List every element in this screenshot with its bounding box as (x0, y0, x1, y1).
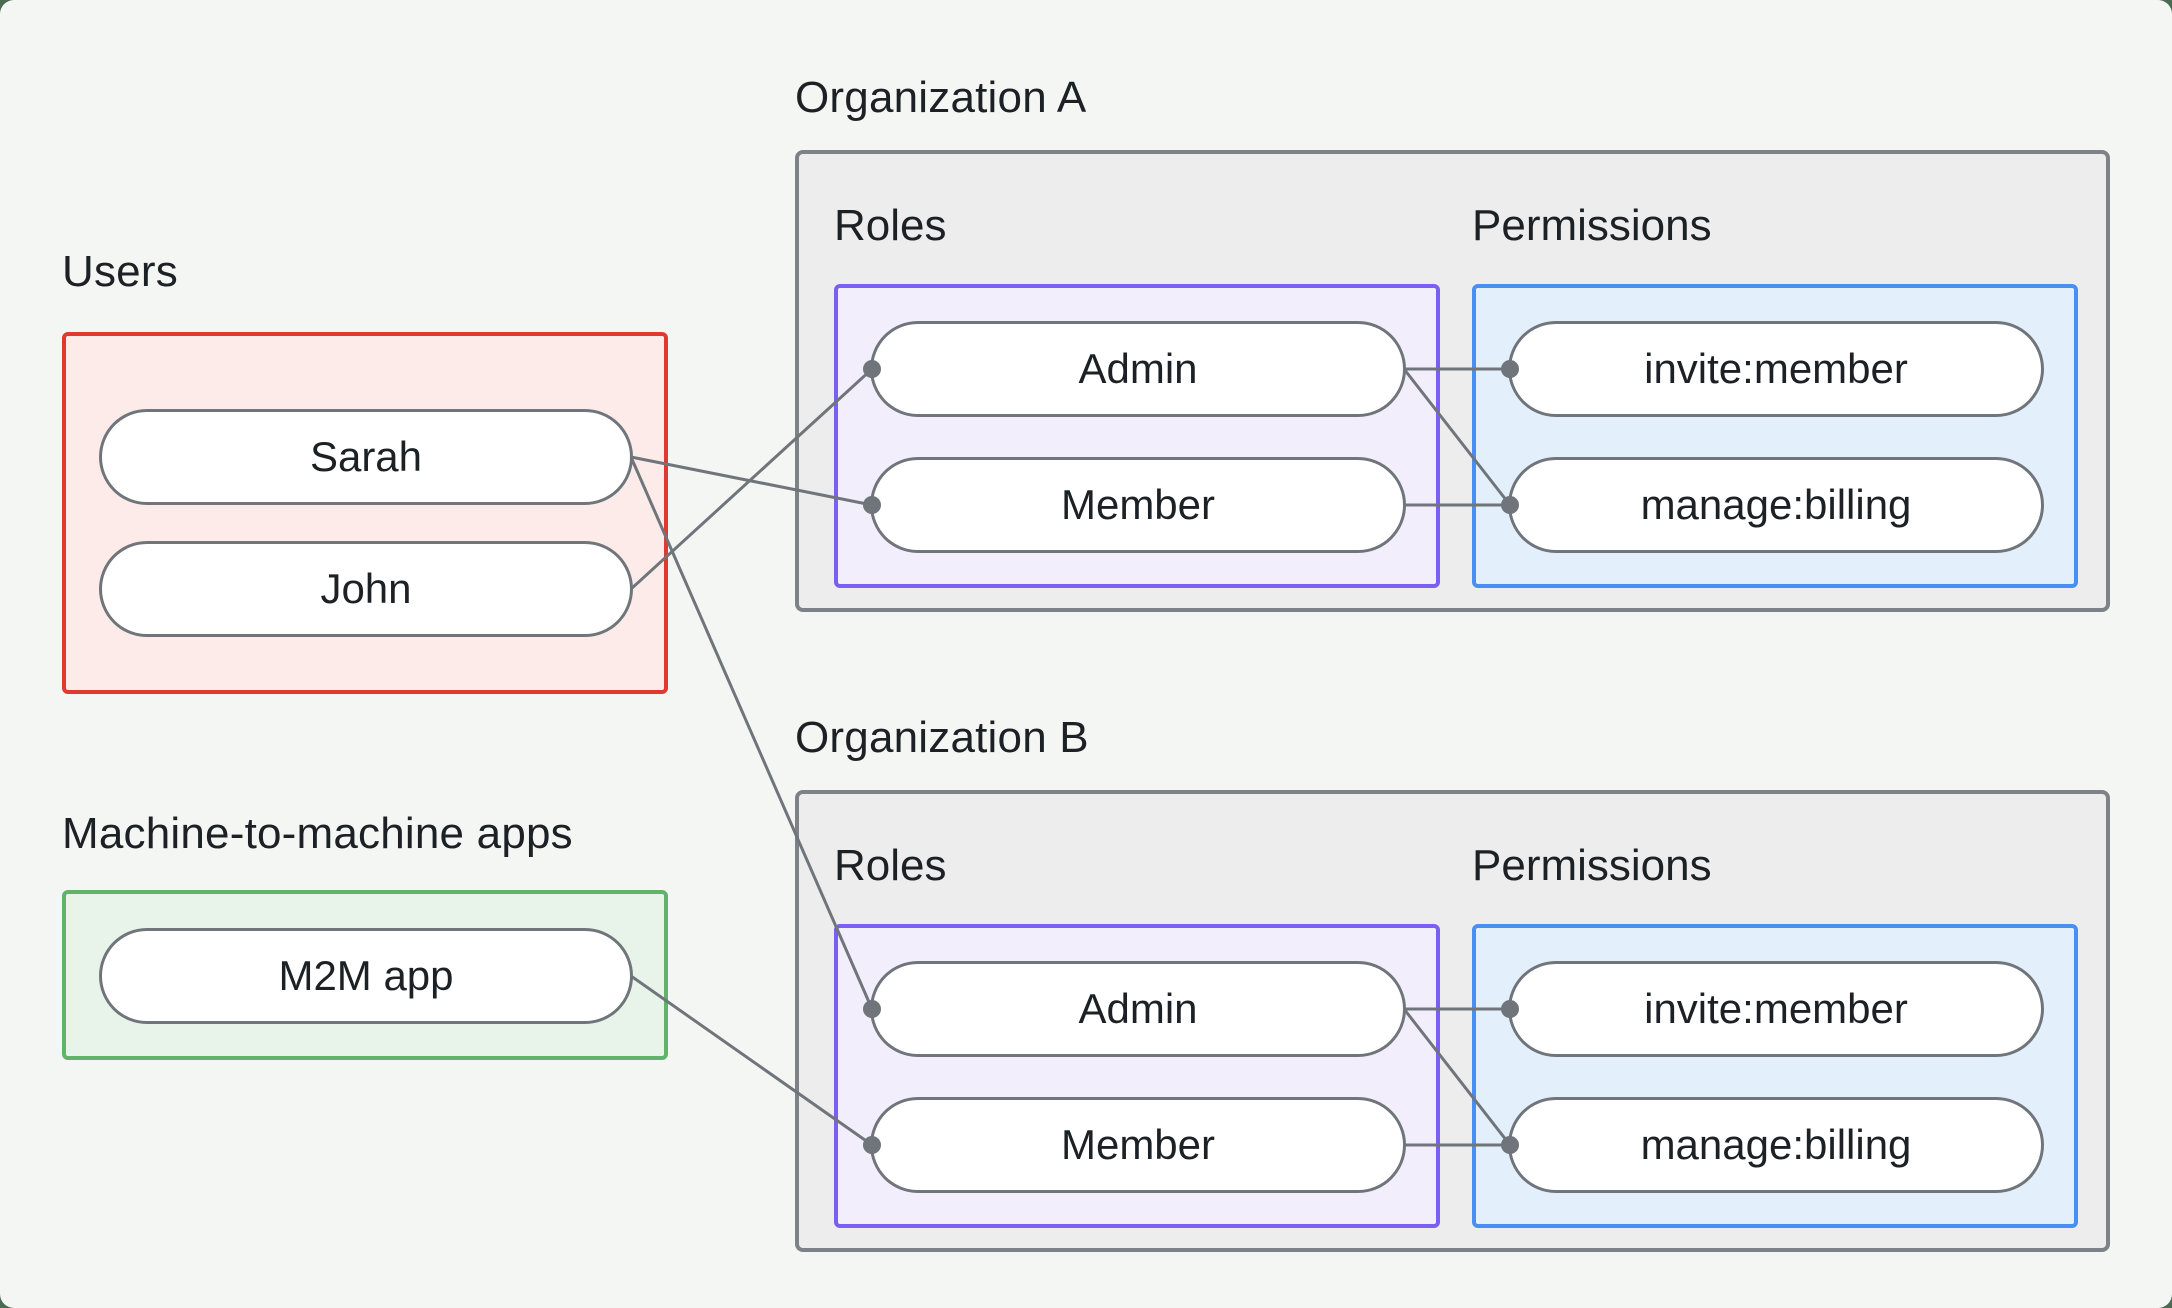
org-a-permissions-box: invite:member manage:billing (1472, 284, 2078, 588)
permission-node-manage-billing: manage:billing (1508, 1097, 2044, 1193)
users-group-box: Sarah John (62, 332, 668, 694)
user-node-john: John (99, 541, 633, 637)
org-b-box: Roles Permissions Admin Member invite:me… (795, 790, 2110, 1252)
user-node-sarah: Sarah (99, 409, 633, 505)
role-node-admin: Admin (870, 961, 1406, 1057)
org-a-label: Organization A (795, 73, 1087, 122)
role-node-admin: Admin (870, 321, 1406, 417)
permission-node-invite-member: invite:member (1508, 321, 2044, 417)
org-b-permissions-box: invite:member manage:billing (1472, 924, 2078, 1228)
permission-node-label: manage:billing (1640, 1121, 1912, 1168)
role-node-label: Member (1060, 481, 1216, 528)
role-node-label: Admin (1078, 345, 1198, 392)
role-node-label: Admin (1078, 985, 1198, 1032)
role-node-member: Member (870, 1097, 1406, 1193)
permission-node-label: manage:billing (1640, 481, 1912, 528)
org-b-roles-box: Admin Member (834, 924, 1440, 1228)
users-group-label: Users (62, 247, 178, 296)
user-node-label: Sarah (309, 433, 423, 480)
permission-node-manage-billing: manage:billing (1508, 457, 2044, 553)
org-a-roles-box: Admin Member (834, 284, 1440, 588)
permission-node-invite-member: invite:member (1508, 961, 2044, 1057)
permission-node-label: invite:member (1644, 985, 1908, 1032)
m2m-app-node-label: M2M app (278, 952, 454, 999)
org-a-roles-label: Roles (834, 201, 947, 250)
user-node-label: John (320, 565, 412, 612)
org-b-label: Organization B (795, 713, 1089, 762)
m2m-group-box: M2M app (62, 890, 668, 1060)
m2m-app-node: M2M app (99, 928, 633, 1024)
role-node-member: Member (870, 457, 1406, 553)
role-node-label: Member (1060, 1121, 1216, 1168)
org-b-roles-label: Roles (834, 841, 947, 890)
org-a-box: Roles Permissions Admin Member invite:me… (795, 150, 2110, 612)
m2m-group-label: Machine-to-machine apps (62, 809, 573, 858)
org-a-permissions-label: Permissions (1472, 201, 1712, 250)
org-b-permissions-label: Permissions (1472, 841, 1712, 890)
permission-node-label: invite:member (1644, 345, 1908, 392)
